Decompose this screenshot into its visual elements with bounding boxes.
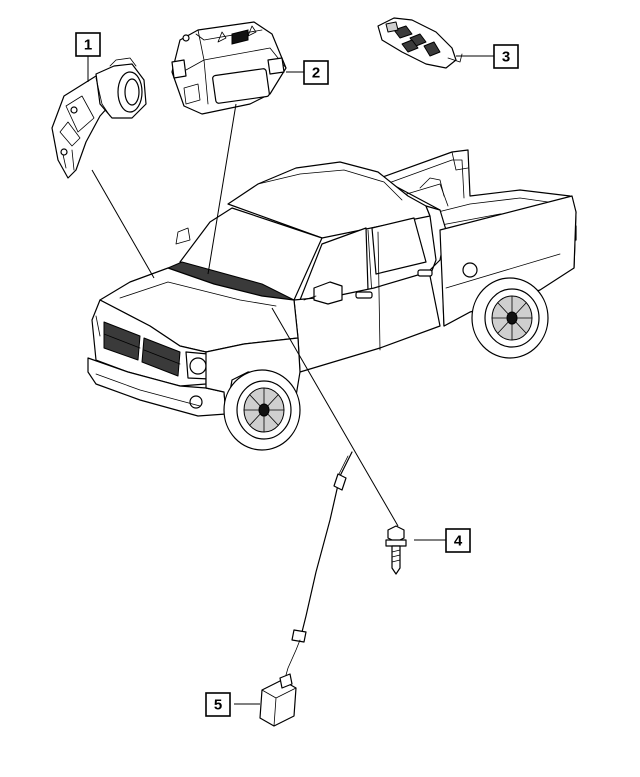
callout-4-label: 4 xyxy=(454,533,463,550)
callout-1-label: 1 xyxy=(84,37,92,54)
callout-3-label: 3 xyxy=(502,49,510,66)
part-4-bolt xyxy=(385,525,407,575)
callout-3: 3 xyxy=(493,44,519,69)
callout-5: 5 xyxy=(205,692,231,717)
callout-2: 2 xyxy=(303,60,329,85)
pickup-truck-illustration xyxy=(87,149,577,451)
callout-5-label: 5 xyxy=(214,697,222,714)
callout-2-label: 2 xyxy=(312,65,320,82)
part-2-control-module xyxy=(171,21,287,115)
part-1-sensor-bracket xyxy=(51,57,147,179)
part-3-key-fob xyxy=(377,17,463,69)
callout-4: 4 xyxy=(445,528,471,553)
leader-lines xyxy=(87,55,494,705)
callout-1: 1 xyxy=(75,32,101,57)
part-5-antenna-module xyxy=(259,451,353,727)
